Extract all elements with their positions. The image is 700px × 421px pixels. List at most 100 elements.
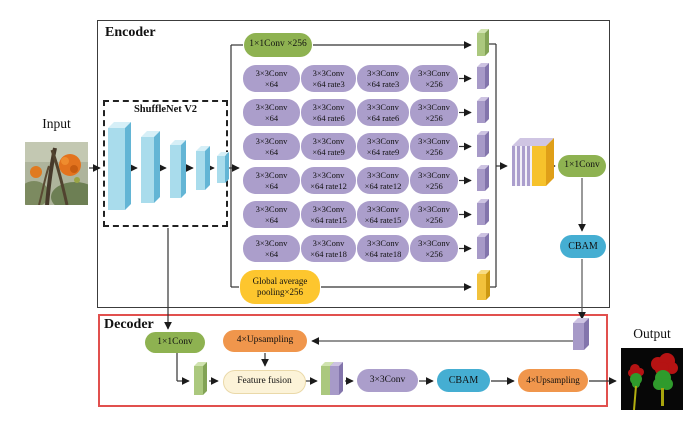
decoder-conv1x1-box: 1×1Conv: [145, 332, 205, 353]
pooling-text: pooling×256: [256, 287, 304, 297]
conv-text: 3×3Conv: [312, 238, 345, 249]
backbone-slab-2: [141, 137, 154, 203]
decoder-box: [98, 314, 608, 407]
branch-slab-4: [477, 169, 485, 191]
conv1x1-row-box: 1×1Conv ×256: [244, 33, 312, 57]
pooling-text: Global average: [252, 276, 308, 287]
conv-box: 3×3Conv×64 rate6: [357, 99, 409, 126]
conv-text: 3×3Conv: [255, 136, 288, 147]
conv-text: ×256: [425, 214, 443, 225]
backbone-label: ShuffleNet V2: [133, 104, 198, 115]
backbone-slab-3: [170, 145, 181, 198]
conv-text: ×64 rate9: [312, 146, 345, 157]
conv-box: 3×3Conv×64: [243, 133, 300, 160]
conv-text: ×64 rate12: [364, 180, 402, 191]
concat-feature-block: [512, 146, 546, 186]
decoder-highlevel-slab: [573, 323, 584, 350]
cbam-text: CBAM: [568, 240, 598, 252]
conv-box: 3×3Conv×64: [243, 65, 300, 92]
fusion-text: Feature fusion: [237, 376, 292, 387]
branch-slab-3: [477, 135, 485, 157]
conv-text: 3×3Conv: [312, 68, 345, 79]
conv-text: 3×3Conv: [367, 238, 399, 249]
conv-box: 3×3Conv×256: [410, 65, 458, 92]
conv-text: ×64: [264, 248, 279, 259]
conv-text: ×256: [425, 112, 443, 123]
encoder-conv1x1-box: 1×1Conv: [558, 155, 606, 177]
branch-slab-conv1x1: [477, 33, 485, 56]
branch-slab-6: [477, 237, 485, 259]
conv-text: ×64 rate3: [312, 78, 345, 89]
upsample-text: 4×Upsampling: [526, 375, 580, 386]
conv-text: 3×3Conv: [255, 170, 288, 181]
decoder-upsample-bottom-box: 4×Upsampling: [518, 369, 588, 392]
decoder-lowlevel-slab: [194, 366, 203, 395]
conv-box: 3×3Conv×64: [243, 99, 300, 126]
conv-box: 3×3Conv×64 rate12: [301, 167, 356, 194]
branch-slab-1: [477, 67, 485, 89]
decoder-conv3x3-box: 3×3Conv: [357, 369, 418, 392]
segmentation-map: [621, 348, 683, 411]
feature-fusion-box: Feature fusion: [223, 370, 306, 394]
conv-text: 3×3Conv: [312, 136, 345, 147]
conv-box: 3×3Conv×256: [410, 133, 458, 160]
input-label: Input: [42, 116, 71, 131]
branch-slab-5: [477, 203, 485, 225]
conv-text: 3×3Conv: [367, 204, 399, 215]
branch-slab-pooling: [477, 274, 486, 300]
conv3x3-text: 3×3Conv: [369, 374, 406, 385]
conv-text: 3×3Conv: [255, 204, 288, 215]
conv-box: 3×3Conv×64 rate3: [301, 65, 356, 92]
conv-box: 3×3Conv×64 rate3: [357, 65, 409, 92]
conv-text: ×64 rate12: [310, 180, 347, 191]
conv-text: ×64: [264, 146, 279, 157]
conv-text: 3×3Conv: [418, 136, 450, 147]
conv-text: 3×3Conv: [312, 170, 345, 181]
conv-box: 3×3Conv×64 rate9: [301, 133, 356, 160]
conv1x1-row-text: 1×1Conv ×256: [249, 39, 307, 50]
conv-text: ×256: [425, 146, 443, 157]
conv-box: 3×3Conv×256: [410, 167, 458, 194]
conv-text: ×64 rate15: [310, 214, 347, 225]
conv-text: ×64 rate15: [364, 214, 402, 225]
conv-text: 3×3Conv: [255, 102, 288, 113]
decoder-upsample-top-box: 4×Upsampling: [223, 330, 307, 352]
encoder-box: [97, 20, 610, 308]
conv-box: 3×3Conv×64: [243, 201, 300, 228]
conv-text: ×256: [425, 78, 443, 89]
conv-text: ×256: [425, 248, 443, 259]
fused-slab-green: [321, 366, 330, 395]
conv-text: ×64 rate6: [366, 112, 400, 123]
flower-photo: [19, 142, 99, 212]
conv-text: 3×3Conv: [367, 170, 399, 181]
output-image: [621, 348, 683, 411]
conv-text: ×64: [264, 214, 279, 225]
conv-text: ×64 rate3: [366, 78, 400, 89]
conv-text: ×256: [425, 180, 443, 191]
global-pooling-box: Global average pooling×256: [240, 270, 320, 304]
conv-box: 3×3Conv×64 rate6: [301, 99, 356, 126]
conv-text: 3×3Conv: [418, 238, 450, 249]
upsample-text: 4×Upsampling: [236, 335, 294, 346]
backbone-slab-1: [108, 128, 125, 210]
conv-text: 3×3Conv: [418, 204, 450, 215]
conv-text: 3×3Conv: [418, 102, 450, 113]
conv-text: 3×3Conv: [312, 204, 345, 215]
output-label: Output: [633, 326, 671, 341]
conv-box: 3×3Conv×256: [410, 235, 458, 262]
cbam-text: CBAM: [448, 374, 479, 386]
input-image: [19, 142, 99, 212]
conv-box: 3×3Conv×64 rate9: [357, 133, 409, 160]
conv-text: 3×3Conv: [418, 68, 450, 79]
conv-text: 3×3Conv: [255, 238, 288, 249]
backbone-slab-4: [196, 151, 205, 190]
conv-text: 3×3Conv: [367, 68, 399, 79]
conv-box: 3×3Conv×64 rate12: [357, 167, 409, 194]
conv-text: ×64 rate6: [312, 112, 345, 123]
conv-box: 3×3Conv×256: [410, 99, 458, 126]
branch-slab-2: [477, 101, 485, 123]
conv-text: ×64: [264, 78, 279, 89]
conv-box: 3×3Conv×64 rate15: [301, 201, 356, 228]
conv-text: 3×3Conv: [418, 170, 450, 181]
